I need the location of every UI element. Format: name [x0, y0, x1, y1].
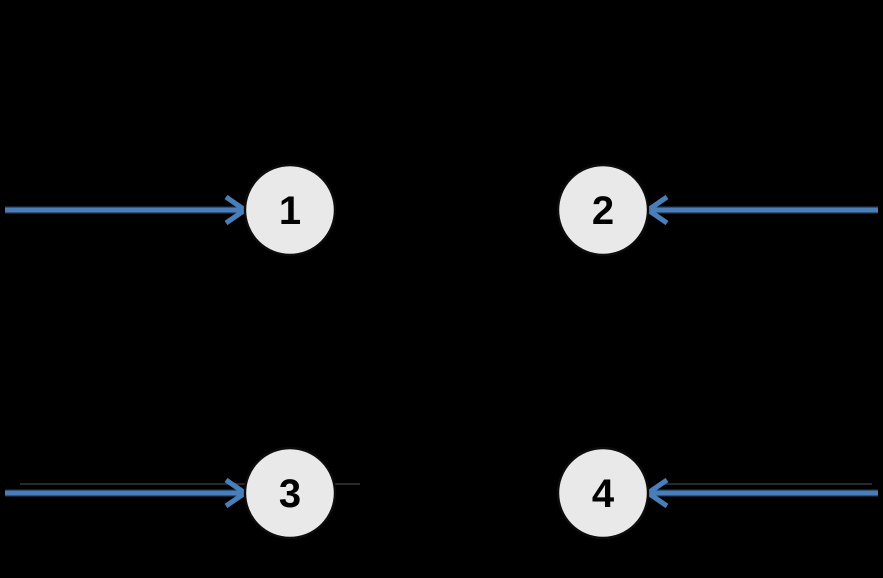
node-1[interactable]: 1: [243, 163, 337, 257]
edge-into-1[interactable]: [5, 194, 250, 226]
node-4-label: 4: [592, 472, 615, 516]
node-3-circle[interactable]: [243, 446, 337, 540]
node-4-circle[interactable]: [556, 446, 650, 540]
node-2-label: 2: [592, 189, 614, 233]
node-1-circle[interactable]: [243, 163, 337, 257]
node-1-label: 1: [279, 189, 301, 233]
node-3-label: 3: [279, 472, 301, 516]
node-4[interactable]: 4: [556, 446, 650, 540]
node-2[interactable]: 2: [556, 163, 650, 257]
edge-into-2[interactable]: [643, 194, 878, 226]
node-2-circle[interactable]: [556, 163, 650, 257]
node-3[interactable]: 3: [243, 446, 337, 540]
